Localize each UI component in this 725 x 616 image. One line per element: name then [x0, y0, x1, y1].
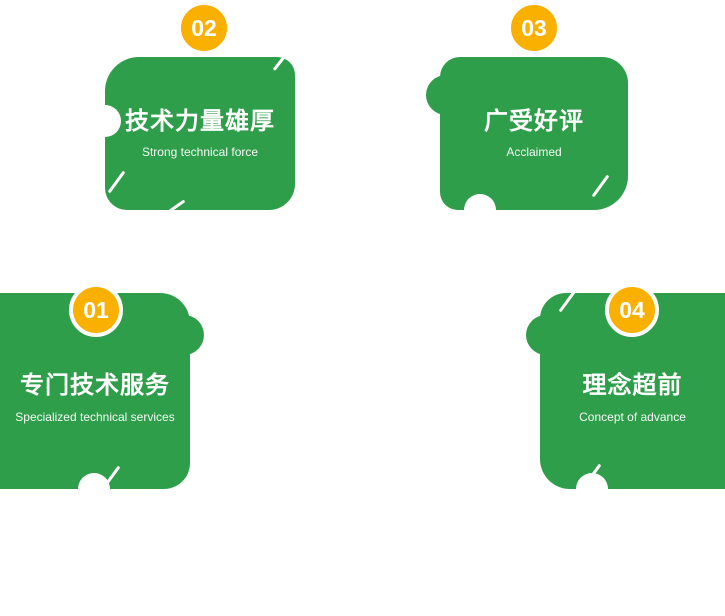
feature-card-strong-technical-force: 02 技术力量雄厚 Strong technical force — [89, 1, 295, 210]
feature-subtitle: Concept of advance — [579, 409, 686, 424]
feature-card-acclaimed: 03 广受好评 Acclaimed — [426, 1, 628, 226]
card-edge-bump — [526, 315, 566, 355]
card-edge-notch — [576, 473, 608, 505]
card-edge-bump — [164, 315, 204, 355]
feature-number-badge: 03 — [507, 1, 561, 55]
feature-number-badge: 01 — [69, 283, 123, 337]
feature-title: 广受好评 — [484, 107, 584, 135]
feature-subtitle: Specialized technical services — [15, 409, 175, 424]
card-edge-bump — [426, 75, 466, 115]
card-edge-notch — [464, 194, 496, 226]
feature-card-concept-of-advance: 04 理念超前 Concept of advance — [526, 283, 725, 505]
feature-number-badge: 02 — [177, 1, 231, 55]
feature-title: 专门技术服务 — [19, 372, 170, 400]
card-edge-notch — [89, 105, 121, 137]
feature-title: 技术力量雄厚 — [125, 107, 275, 135]
card-edge-notch — [78, 473, 110, 505]
feature-number-badge: 04 — [605, 283, 659, 337]
feature-card-specialized-technical-services: 01 专门技术服务 Specialized technical services — [0, 283, 204, 505]
feature-subtitle: Strong technical force — [141, 145, 259, 160]
feature-subtitle: Acclaimed — [506, 145, 562, 160]
feature-title: 理念超前 — [582, 372, 683, 400]
